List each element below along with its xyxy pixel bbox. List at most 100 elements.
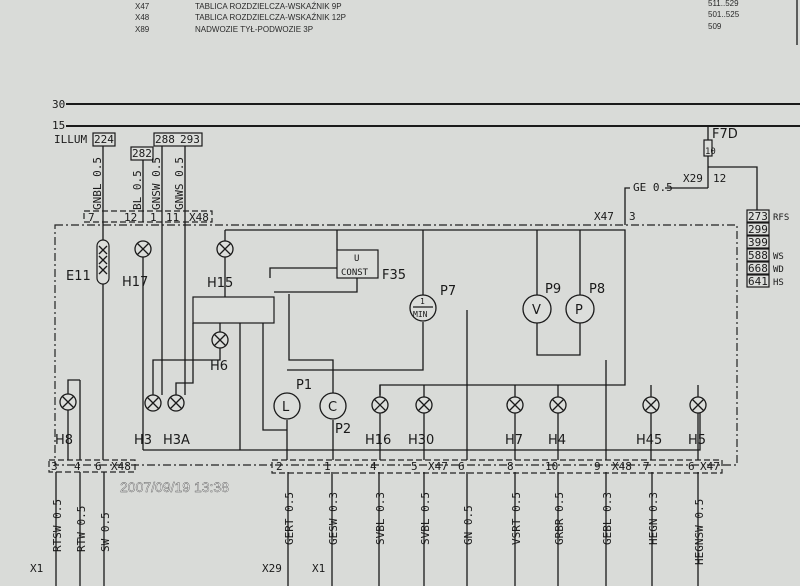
- ref-288: 288: [155, 133, 175, 146]
- wire-label: SVBL 0.5: [419, 492, 432, 545]
- label-h7: H7: [505, 433, 523, 448]
- legend-desc: TABLICA ROZDZIELCZA-WSKAŹNIK 12P: [195, 13, 346, 22]
- pin: 10: [545, 460, 558, 473]
- right-refs: 273 RFS 299 399 588 WS 668 WD 641 HS: [746, 209, 789, 288]
- ref-x1: X1: [312, 562, 325, 575]
- lamp-h8-icon: [59, 393, 77, 411]
- label-h5: H5: [688, 433, 706, 448]
- pin: 3: [51, 460, 58, 473]
- label-p2: P2: [335, 422, 351, 437]
- gauge-p2-icon: [319, 392, 347, 420]
- wire-label: GN 0.5: [462, 505, 475, 545]
- legend-code: X89: [135, 25, 150, 34]
- label-p8: P8: [589, 282, 605, 297]
- ref-box: [92, 132, 116, 147]
- ref-box: [746, 222, 770, 236]
- gauge-p7-tachometer-icon: [409, 294, 437, 322]
- pin: 4: [74, 460, 81, 473]
- lamp-feeds: [379, 385, 699, 397]
- connector-x48-left: [48, 459, 136, 473]
- ref-box: [746, 235, 770, 249]
- ref: 588: [748, 249, 768, 262]
- ref-x29: X29: [262, 562, 282, 575]
- const-wires: [269, 267, 358, 393]
- gauge-p7-top: 1: [420, 297, 425, 306]
- pin: 6: [458, 460, 465, 473]
- x47-pin: 3: [629, 210, 636, 223]
- wire-label: GNWS 0.5: [173, 157, 186, 210]
- legend-ref: 501..525: [708, 10, 740, 19]
- voltage-stabilizer-box: [336, 249, 379, 279]
- wire-right: [708, 166, 758, 212]
- bus-15-label: 15: [52, 119, 65, 132]
- lamp-h7-icon: [506, 396, 524, 414]
- lamp-h15-icon: [216, 240, 234, 258]
- legend-desc: NADWOZIE TYŁ-PODWOZIE 3P: [195, 25, 313, 34]
- wire-label: HEGN 0.3: [647, 492, 660, 545]
- wire-label: GRBR 0.5: [553, 492, 566, 545]
- connector-x48-top: [83, 210, 213, 223]
- lamp-h17-icon: [134, 240, 152, 258]
- pin: 9: [594, 460, 601, 473]
- ref-293: 293: [180, 133, 200, 146]
- connector-label: X48: [111, 460, 131, 473]
- fuse-icon: [703, 139, 713, 157]
- ref-224: 224: [94, 133, 114, 146]
- ground-wires: [67, 222, 701, 460]
- supply-branches: [224, 230, 581, 295]
- ref-box: [746, 209, 770, 223]
- lamp-h4-icon: [549, 396, 567, 414]
- connector-label: X48: [189, 211, 209, 224]
- h8-wire: [67, 379, 80, 394]
- cluster-outline: [54, 224, 738, 466]
- label-h17: H17: [122, 275, 148, 290]
- gauge-p8-pressure-icon: [565, 294, 595, 324]
- fuse-label: F7D: [712, 127, 738, 142]
- lamp-h3a-icon: [167, 394, 185, 412]
- lamps: H17 H15 H6 H8 H3 H3A H16 H30 H7 H4 H45 H…: [55, 240, 707, 448]
- gauge-p7-bottom: MIN: [413, 310, 428, 319]
- ref-box: [746, 248, 770, 262]
- ref-label: RFS: [773, 213, 789, 223]
- wire-label: HEGNSW 0.5: [693, 499, 706, 565]
- const-bottom: CONST: [341, 268, 369, 278]
- connector-label: X47: [700, 460, 720, 473]
- ref: 399: [748, 236, 768, 249]
- label-h3: H3: [134, 433, 152, 448]
- ref: 273: [748, 210, 768, 223]
- legend-ref: 511..529: [708, 0, 739, 8]
- output-wires: [239, 300, 699, 460]
- bus-30-label: 30: [52, 98, 65, 111]
- gauge-wires: [287, 322, 581, 371]
- label-h3a: H3A: [163, 433, 190, 448]
- gauge-p1-symbol: L: [282, 400, 290, 415]
- fuse-conn: X29: [683, 172, 703, 185]
- wire-label: SVBL 0.3: [374, 492, 387, 545]
- label-p7: P7: [440, 284, 456, 299]
- wire-label: GNSW 0.5: [150, 157, 163, 210]
- label-h45: H45: [636, 433, 662, 448]
- x47-label: X47: [594, 210, 614, 223]
- wire-label: VSRT 0.5: [510, 492, 523, 545]
- label-p1: P1: [296, 378, 312, 393]
- pin: 1: [150, 211, 157, 224]
- label-h16: H16: [365, 433, 391, 448]
- wire-label: SW 0.5: [99, 512, 112, 552]
- legend-table: X47 TABLICA ROZDZIELCZA-WSKAŹNIK 9P 511.…: [135, 0, 798, 45]
- wire-label: GESW 0.3: [327, 492, 340, 545]
- label-h6: H6: [210, 359, 228, 374]
- lamp-h30-icon: [415, 396, 433, 414]
- label-h30: H30: [408, 433, 434, 448]
- pin: 2: [276, 460, 283, 473]
- bottom-wires: [55, 472, 699, 586]
- fuse-pin: 12: [713, 172, 726, 185]
- bottom-wire-labels: RTSW 0.5 RTW 0.5 SW 0.5 GERT 0.5 GESW 0.…: [51, 492, 706, 565]
- pin: 7: [643, 460, 650, 473]
- label-f35: F35: [382, 268, 406, 283]
- ref: 641: [748, 275, 768, 288]
- pin: 11: [166, 211, 179, 224]
- ref-box: [746, 261, 770, 275]
- pin: 12: [124, 211, 137, 224]
- pin: 1: [324, 460, 331, 473]
